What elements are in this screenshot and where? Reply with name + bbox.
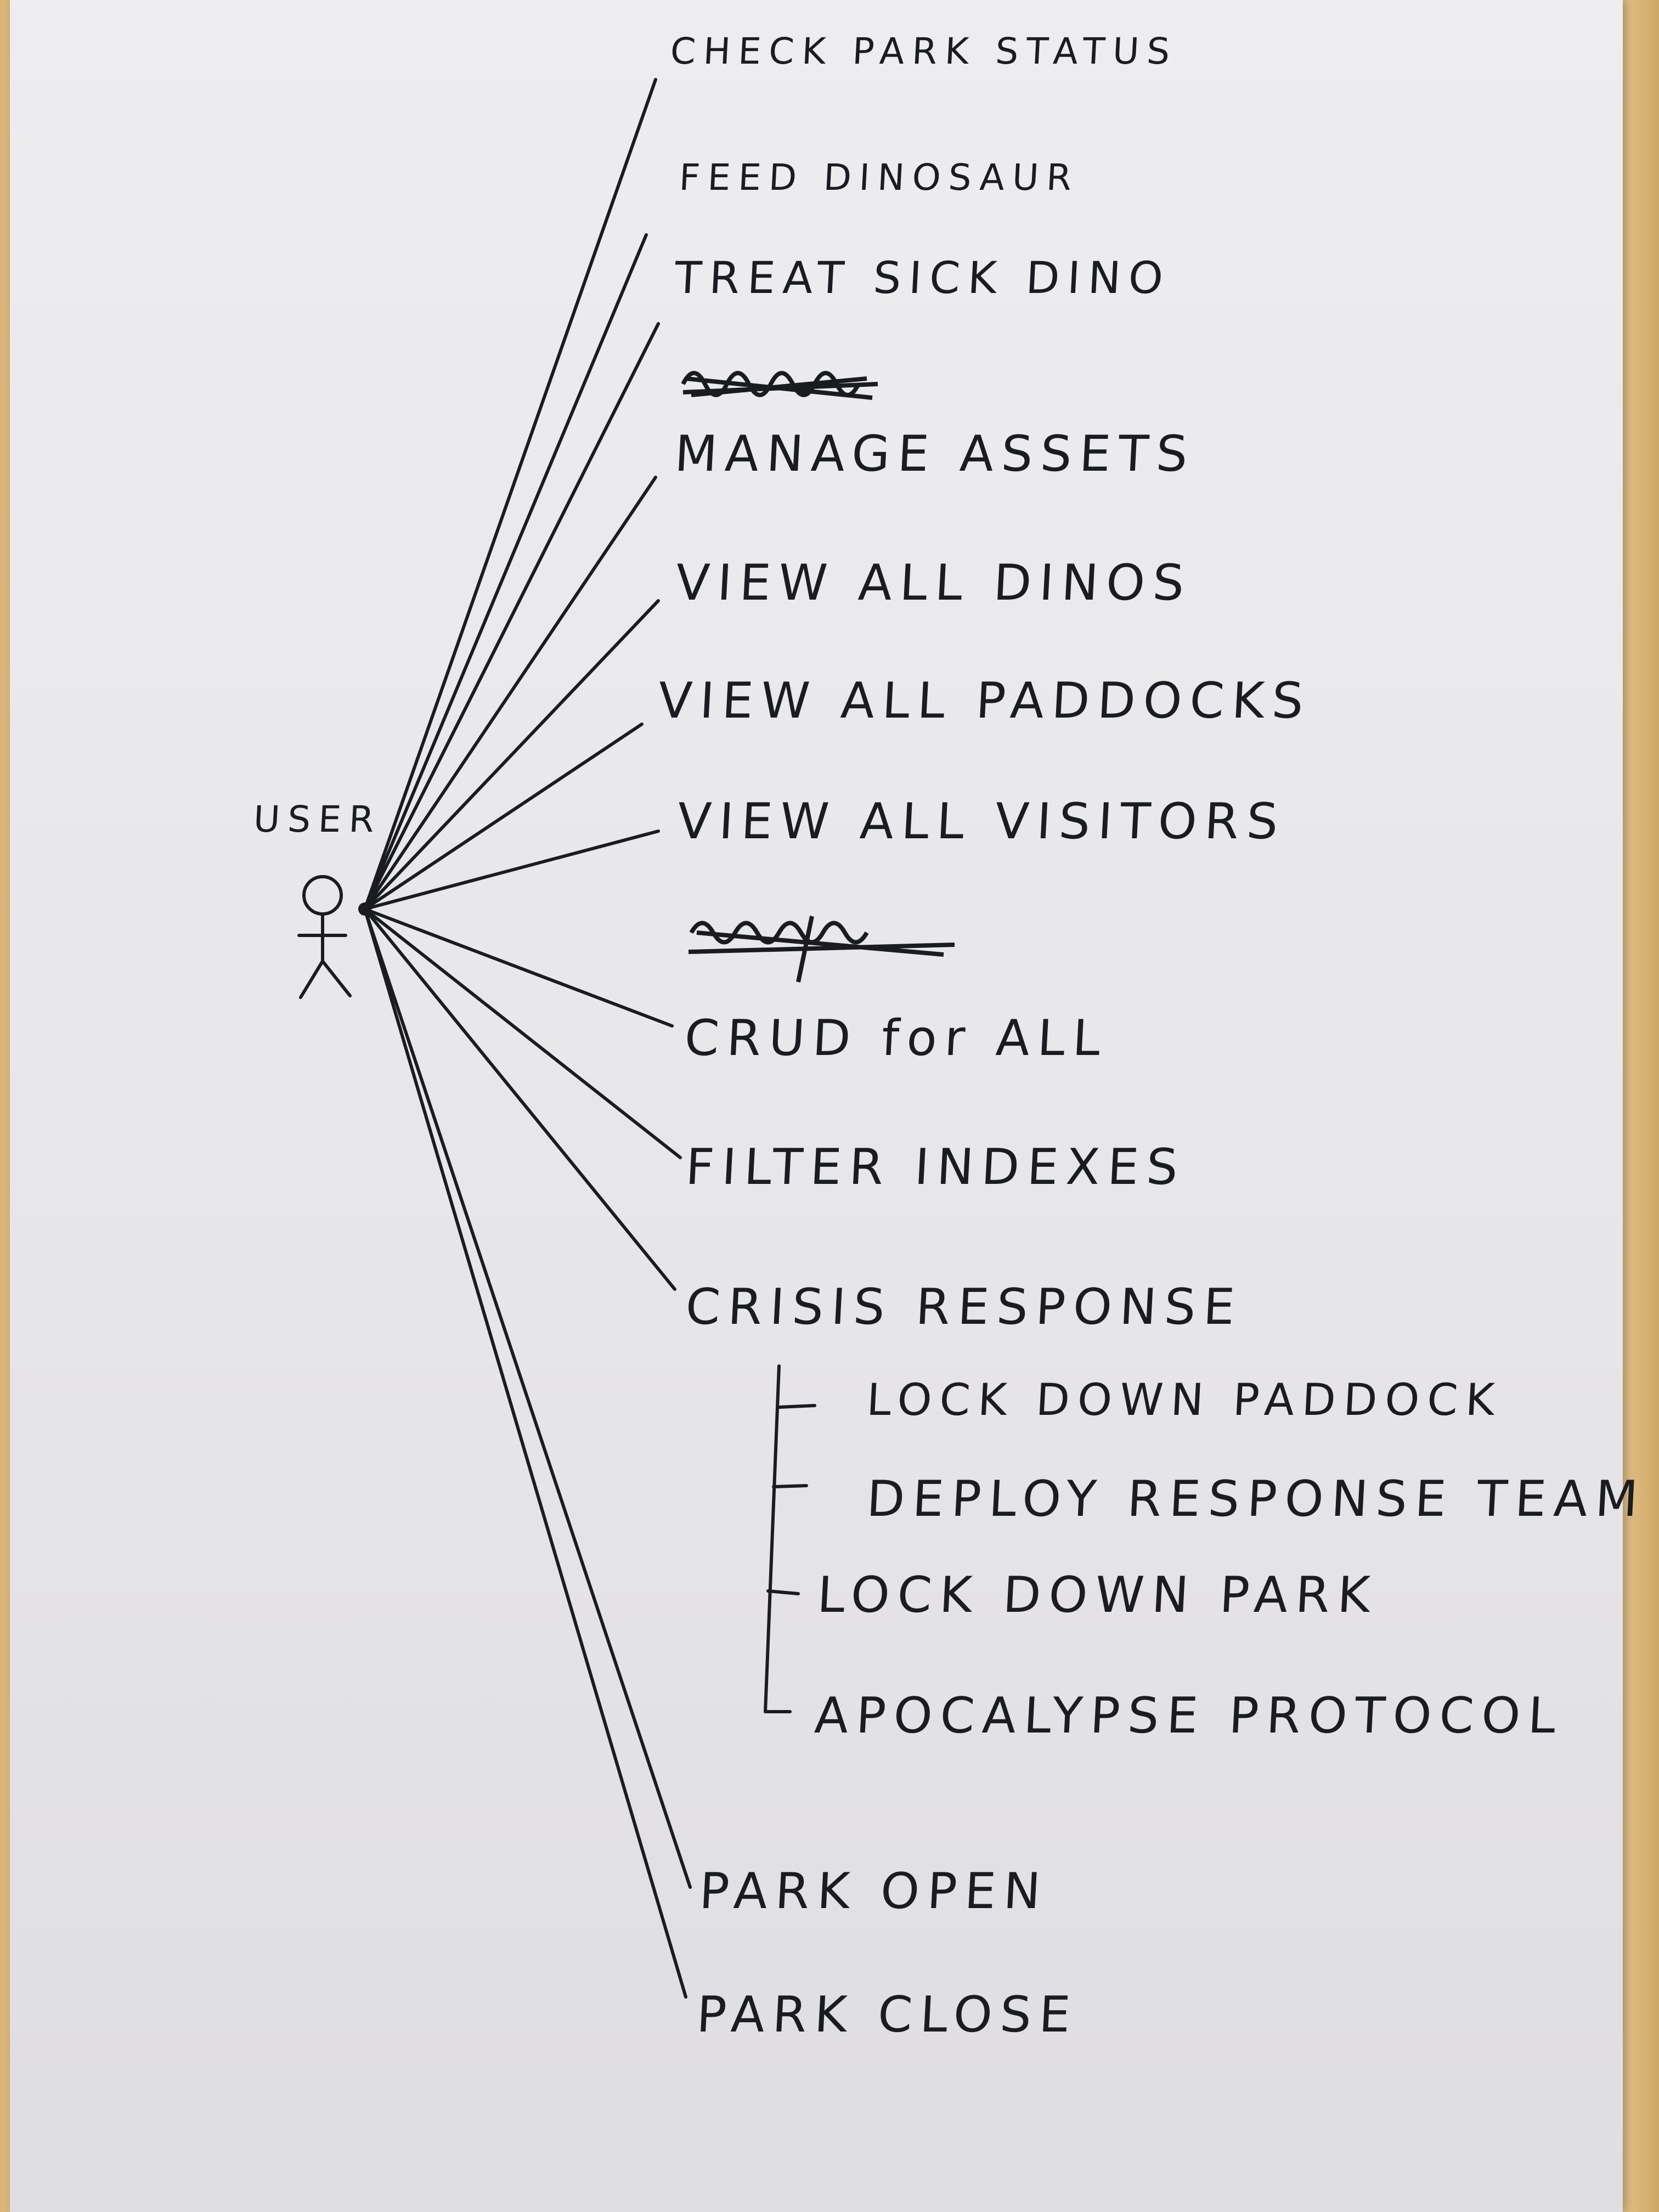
crisis-bracket-tick-3 — [766, 1589, 800, 1595]
line-park-open — [363, 907, 692, 1889]
line-view-all-paddocks — [363, 723, 644, 911]
use-case-view-all-paddocks: VIEW ALL PADDOCKS — [657, 672, 1313, 730]
use-case-feed-dinosaur: FEED DINOSAUR — [678, 156, 1081, 199]
crisis-bracket-vertical — [764, 1364, 781, 1713]
actor-head — [302, 875, 343, 916]
actor-label: USER — [252, 798, 383, 840]
use-case-park-open: PARK OPEN — [698, 1863, 1050, 1920]
line-crisis-response — [363, 907, 676, 1291]
use-case-filter-indexes: FILTER INDEXES — [684, 1138, 1187, 1196]
crisis-action-deploy-response-team: DEPLOY RESPONSE TEAM — [865, 1470, 1647, 1528]
line-feed-dinosaur — [363, 233, 648, 911]
actor-left-leg — [299, 960, 324, 999]
crossed-out-text-2 — [688, 916, 955, 983]
actor-right-leg — [321, 960, 352, 997]
use-case-park-close: PARK CLOSE — [695, 1986, 1080, 2044]
use-case-treat-sick-dino: TREAT SICK DINO — [673, 252, 1172, 303]
line-crud-for-all — [363, 907, 674, 1028]
line-view-all-visitors — [363, 830, 660, 911]
paper-sheet — [10, 0, 1623, 2212]
line-check-park-status — [363, 78, 657, 911]
desk-background — [1621, 0, 1659, 2212]
use-case-crud-for-all: CRUD for ALL — [683, 1009, 1110, 1067]
line-park-close — [363, 907, 687, 1999]
use-case-view-all-visitors: VIEW ALL VISITORS — [676, 793, 1288, 850]
crisis-bracket-tick-2 — [772, 1484, 808, 1488]
crisis-bracket-tick-1 — [777, 1404, 816, 1409]
line-treat-sick-dino — [363, 322, 660, 911]
line-view-all-dinos — [363, 599, 660, 911]
crisis-action-apocalypse-protocol: APOCALYPSE PROTOCOL — [813, 1687, 1565, 1745]
use-case-view-all-dinos: VIEW ALL DINOS — [674, 554, 1193, 612]
use-case-crisis-response: CRISIS RESPONSE — [684, 1278, 1244, 1336]
crossed-out-text-1 — [681, 371, 878, 400]
crisis-action-lock-down-paddock: LOCK DOWN PADDOCK — [865, 1374, 1504, 1425]
line-manage-assets — [363, 476, 657, 911]
use-case-check-park-status: CHECK PARK STATUS — [669, 30, 1179, 72]
crisis-action-lock-down-park: LOCK DOWN PARK — [816, 1566, 1379, 1624]
line-filter-indexes — [363, 907, 682, 1159]
actor-hub-dot — [358, 902, 371, 916]
use-case-manage-assets: MANAGE ASSETS — [673, 425, 1197, 483]
